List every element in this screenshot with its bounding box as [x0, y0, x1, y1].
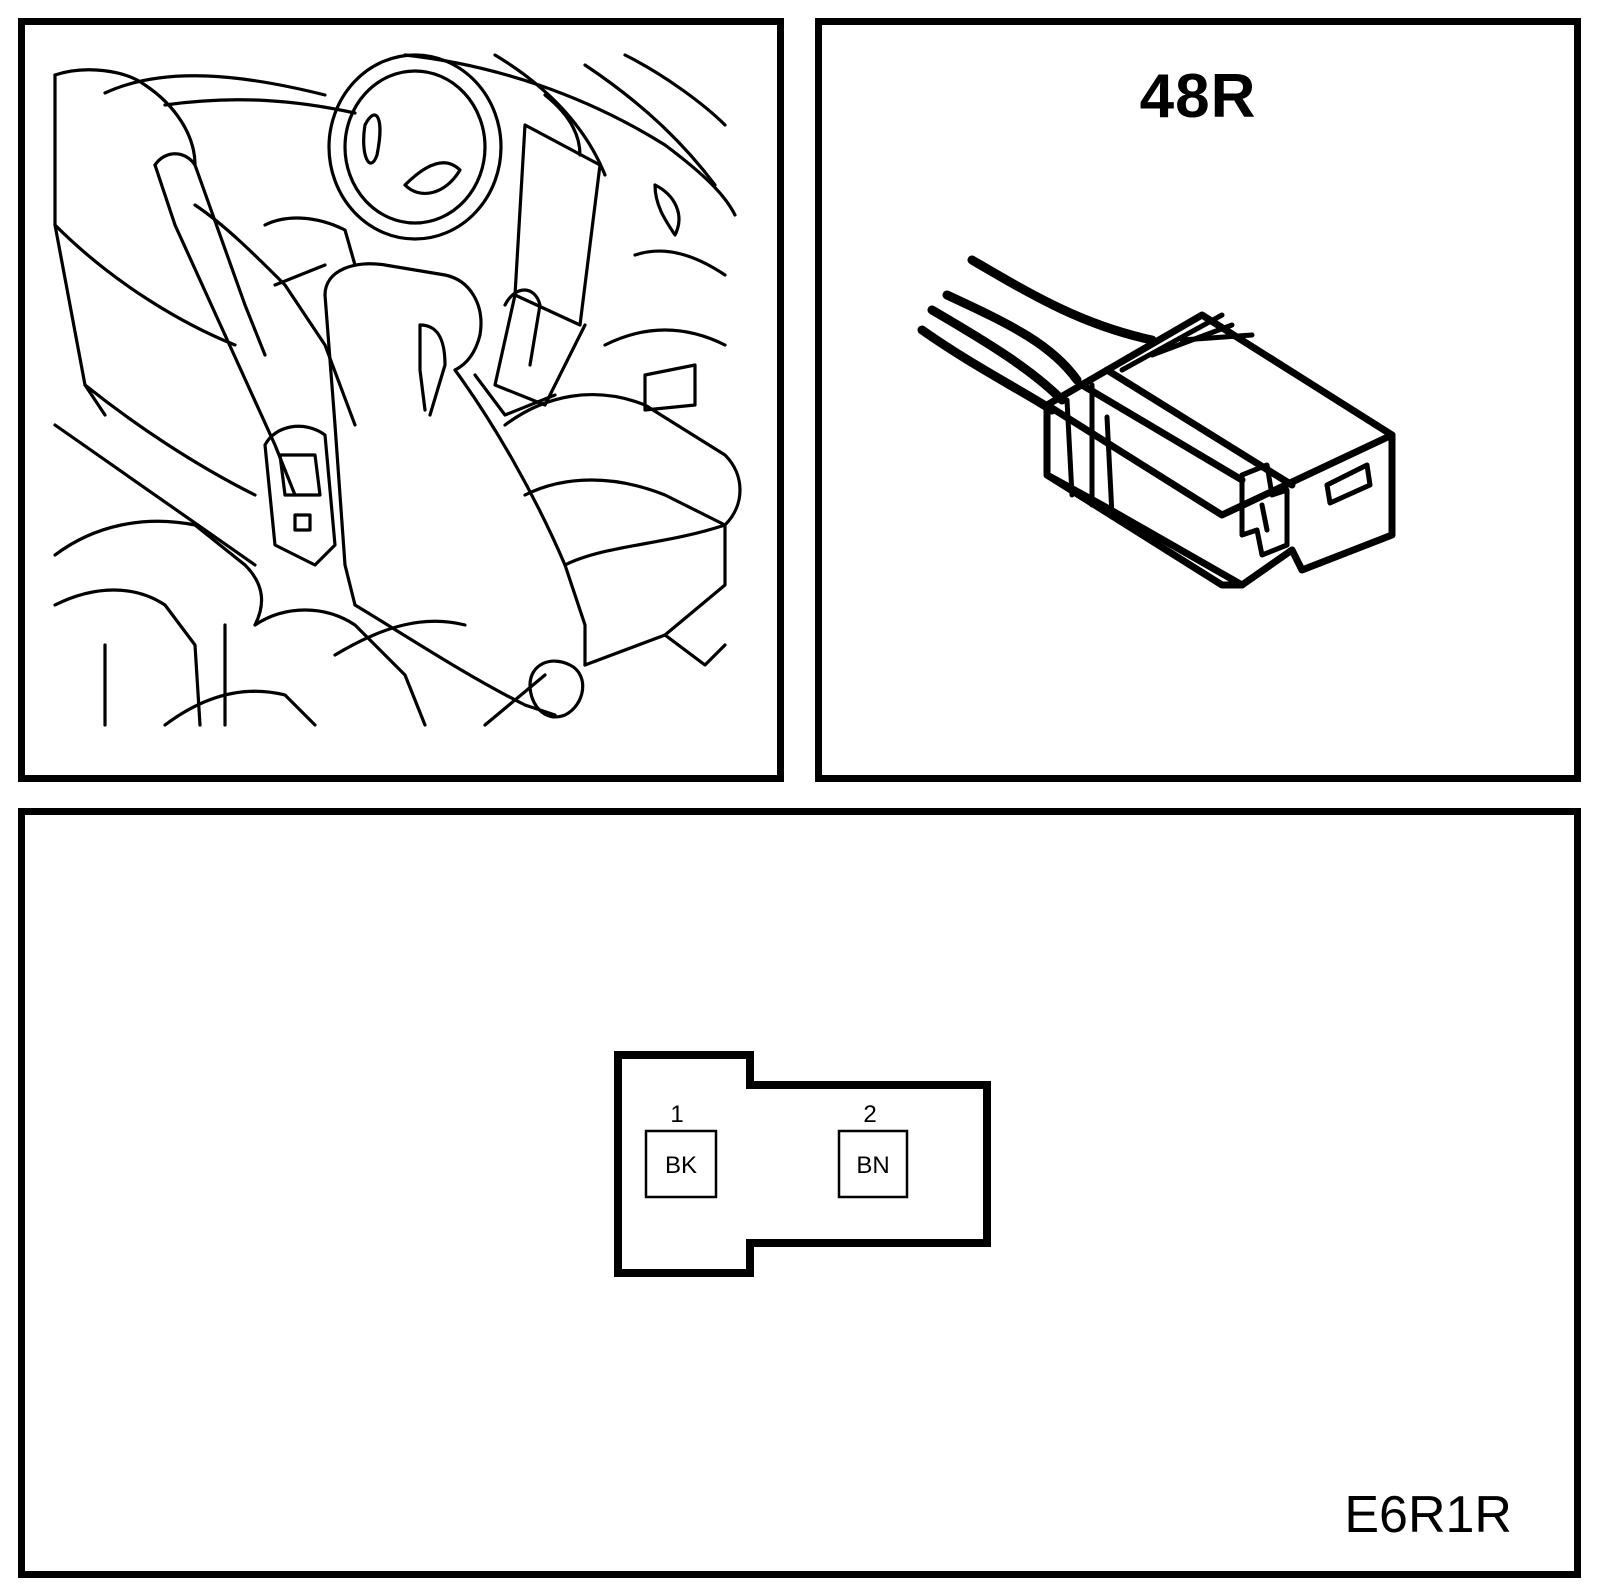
- face-view-panel: 1 BK 2 BN E6R1R: [18, 808, 1581, 1578]
- connector-id: 48R: [1139, 62, 1257, 131]
- pin-1: 1 BK: [644, 1101, 718, 1199]
- pin-cavity: [644, 1129, 718, 1199]
- wire-color-label: BK: [665, 1152, 697, 1179]
- connector-face-diagram: 1 BK 2 BN: [614, 1051, 991, 1277]
- vehicle-interior-seat-illustration: [53, 53, 742, 727]
- pin-cavity: [837, 1129, 909, 1199]
- connector-panel: 48R: [815, 18, 1581, 782]
- pin-number: 1: [670, 1101, 683, 1128]
- wire-color-label: BN: [856, 1152, 889, 1179]
- two-wire-connector-illustration: [917, 255, 1396, 589]
- pin-2: 2 BN: [837, 1101, 909, 1199]
- location-panel: [18, 18, 784, 782]
- pin-number: 2: [863, 1101, 876, 1128]
- view-code: E6R1R: [1344, 1486, 1512, 1544]
- connector-housing-outline: [614, 1051, 991, 1277]
